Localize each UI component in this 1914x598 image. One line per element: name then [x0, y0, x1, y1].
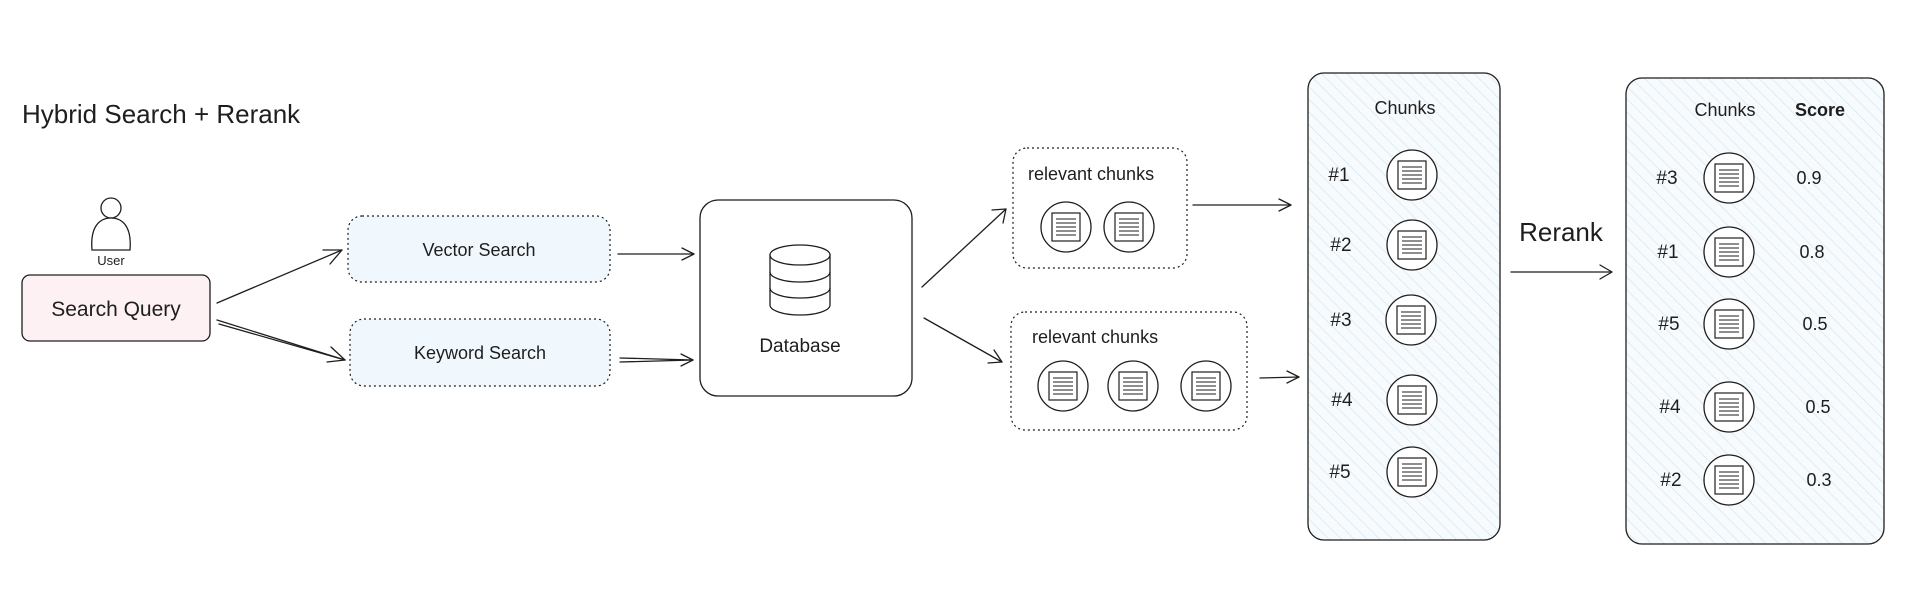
- arrow-vector-to-database: [617, 247, 695, 261]
- chunk-id: #3: [1656, 168, 1677, 189]
- retrieved-chunks-panel: Chunks #1 #2 #3 #4 #5: [1307, 72, 1501, 541]
- chunk-row: #5: [1329, 446, 1438, 498]
- chunk-icon: [1180, 360, 1232, 412]
- reranked-row: #1 0.8: [1657, 226, 1825, 278]
- chunks-column-header: Chunks: [1694, 100, 1755, 120]
- keyword-search-node: Keyword Search: [349, 318, 611, 387]
- database-label: Database: [759, 336, 840, 357]
- vector-search-node: Vector Search: [347, 215, 611, 283]
- arrow-rerank: [1510, 264, 1613, 280]
- chunk-icon: [1386, 149, 1438, 201]
- arrow-bottom-chunks-to-panel: [1259, 370, 1300, 384]
- chunk-icon: [1703, 454, 1755, 506]
- score-value: 0.5: [1802, 314, 1827, 334]
- chunk-id: #5: [1658, 314, 1679, 335]
- chunk-icon: [1703, 152, 1755, 204]
- chunk-row: #4: [1331, 374, 1438, 426]
- chunk-icon: [1037, 360, 1089, 412]
- reranked-row: #5 0.5: [1658, 298, 1828, 350]
- chunk-icon: [1703, 298, 1755, 350]
- chunk-icon: [1703, 226, 1755, 278]
- score-column-header: Score: [1795, 100, 1845, 120]
- relevant-chunks-label: relevant chunks: [1028, 164, 1154, 184]
- score-value: 0.3: [1806, 470, 1831, 490]
- chunk-icon: [1103, 201, 1155, 253]
- chunks-column-header: Chunks: [1374, 98, 1435, 118]
- chunk-icon: [1386, 219, 1438, 271]
- chunk-id: #2: [1660, 470, 1681, 491]
- chunk-row: #2: [1330, 219, 1438, 271]
- reranked-row: #3 0.9: [1656, 152, 1822, 204]
- chunk-id: #4: [1659, 397, 1681, 418]
- arrow-database-to-bottom-chunks: [923, 317, 1003, 364]
- reranked-row: #2 0.3: [1660, 454, 1832, 506]
- chunk-id: #2: [1330, 235, 1351, 256]
- arrow-query-to-keyword: [216, 319, 346, 363]
- score-value: 0.9: [1796, 168, 1821, 188]
- chunk-id: #3: [1330, 310, 1351, 331]
- reranked-chunks-panel: Chunks Score #3 0.9 #1 0.8 #5 0.5 #4 0.5 #2 0.3: [1625, 77, 1885, 545]
- arrow-query-to-vector: [216, 249, 343, 304]
- score-value: 0.5: [1805, 397, 1830, 417]
- chunk-row: #1: [1328, 149, 1438, 201]
- database-node: Database: [699, 199, 913, 397]
- relevant-chunks-group-bottom: relevant chunks: [1010, 311, 1248, 431]
- diagram-title: Hybrid Search + Rerank: [22, 99, 301, 129]
- score-value: 0.8: [1799, 242, 1824, 262]
- search-query-node: Search Query: [21, 274, 211, 342]
- arrow-top-chunks-to-panel: [1192, 198, 1292, 212]
- chunk-icon: [1040, 201, 1092, 253]
- relevant-chunks-group-top: relevant chunks: [1012, 147, 1188, 269]
- chunk-icon: [1703, 381, 1755, 433]
- arrow-database-to-top-chunks: [921, 208, 1007, 288]
- chunk-id: #1: [1657, 242, 1678, 263]
- rerank-label: Rerank: [1519, 217, 1604, 247]
- chunk-row: #3: [1330, 294, 1437, 346]
- vector-search-label: Vector Search: [422, 240, 535, 260]
- chunk-icon: [1107, 360, 1159, 412]
- chunk-icon: [1386, 446, 1438, 498]
- arrow-keyword-to-database: [619, 353, 694, 367]
- database-icon: [769, 244, 831, 316]
- relevant-chunks-label: relevant chunks: [1032, 327, 1158, 347]
- reranked-row: #4 0.5: [1659, 381, 1831, 433]
- search-query-label: Search Query: [51, 298, 181, 321]
- edges: [216, 198, 1613, 384]
- user-icon: [91, 197, 131, 251]
- chunk-id: #5: [1329, 462, 1350, 483]
- chunk-id: #1: [1328, 165, 1349, 186]
- keyword-search-label: Keyword Search: [414, 343, 546, 363]
- chunk-icon: [1385, 294, 1437, 346]
- chunk-id: #4: [1331, 390, 1353, 411]
- chunk-icon: [1386, 374, 1438, 426]
- user-label: User: [97, 253, 125, 268]
